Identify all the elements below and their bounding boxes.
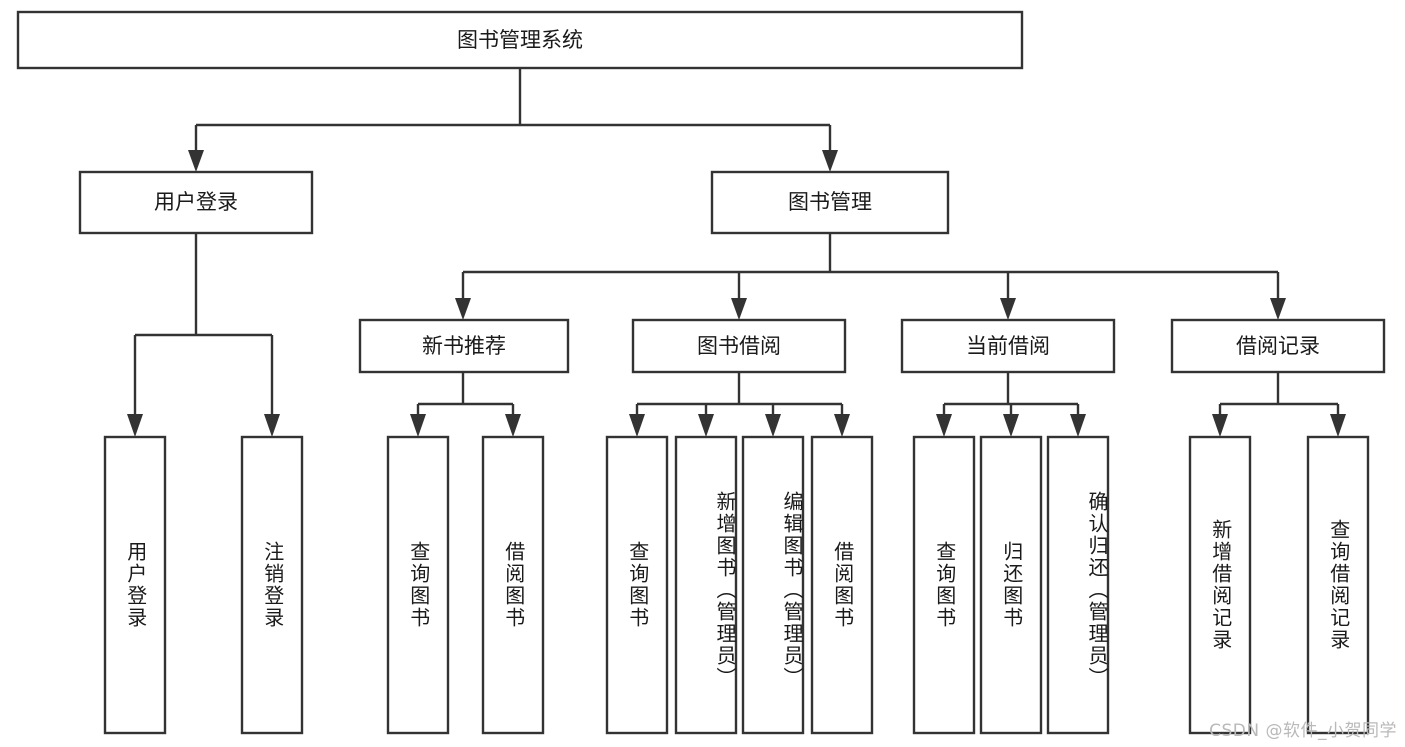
arrow-head-nb-child1 xyxy=(410,414,426,437)
arrow-head-new-book xyxy=(455,298,471,320)
arrow-head-nb-child2 xyxy=(505,414,521,437)
arrow-head-borrow-record xyxy=(1270,298,1286,320)
node-box-leaf-user-login-1[interactable] xyxy=(240,435,304,735)
connector-group-book-borrow xyxy=(629,372,850,437)
arrow-head-book-borrow xyxy=(731,298,747,320)
arrow-head-cb-child3 xyxy=(1070,414,1086,437)
node-box-leaf-new-book-0[interactable] xyxy=(386,435,450,735)
node-box-leaf-borrow-record-1[interactable] xyxy=(1306,435,1370,735)
node-box-leaf-current-borrow-1[interactable] xyxy=(979,435,1043,735)
node-box-book-borrow[interactable] xyxy=(631,318,847,374)
arrow-head-cb-child1 xyxy=(936,414,952,437)
arrow-head-bb-child4 xyxy=(834,414,850,437)
node-box-leaf-current-borrow-0[interactable] xyxy=(912,435,976,735)
node-box-leaf-borrow-record-0[interactable] xyxy=(1188,435,1252,735)
node-box-root[interactable] xyxy=(16,10,1024,70)
node-box-user-login[interactable] xyxy=(78,170,314,235)
arrow-head-ul-child2 xyxy=(264,414,280,437)
connector-group-root xyxy=(188,68,838,172)
connector-group-borrow-record xyxy=(1212,372,1346,437)
node-box-leaf-book-borrow-1[interactable] xyxy=(674,435,738,735)
node-box-leaf-book-borrow-0[interactable] xyxy=(605,435,669,735)
node-box-book-manage[interactable] xyxy=(710,170,950,235)
node-box-current-borrow[interactable] xyxy=(900,318,1116,374)
node-box-borrow-record[interactable] xyxy=(1170,318,1386,374)
arrow-head-bb-child1 xyxy=(629,414,645,437)
connector-group-book-manage xyxy=(455,233,1286,320)
connector-group-new-book xyxy=(410,372,521,437)
arrow-head-cb-child2 xyxy=(1003,414,1019,437)
node-box-leaf-user-login-0[interactable] xyxy=(103,435,167,735)
arrow-head-br-child2 xyxy=(1330,414,1346,437)
node-box-leaf-new-book-1[interactable] xyxy=(481,435,545,735)
arrow-head-bb-child2 xyxy=(698,414,714,437)
arrow-head-br-child1 xyxy=(1212,414,1228,437)
arrow-head-bb-child3 xyxy=(765,414,781,437)
node-box-leaf-book-borrow-2[interactable] xyxy=(741,435,805,735)
arrow-head-current-borrow xyxy=(1000,298,1016,320)
arrow-head-book-manage xyxy=(822,150,838,172)
arrow-head-user-login xyxy=(188,150,204,172)
csdn-watermark: CSDN @软件_小贺同学 xyxy=(1209,721,1397,741)
arrow-head-ul-child1 xyxy=(127,414,143,437)
node-box-new-book-recommend[interactable] xyxy=(358,318,570,374)
connector-group-current-borrow xyxy=(936,372,1086,437)
node-box-leaf-book-borrow-3[interactable] xyxy=(810,435,874,735)
connector-group-user-login xyxy=(127,233,280,437)
node-box-leaf-current-borrow-2[interactable] xyxy=(1046,435,1110,735)
